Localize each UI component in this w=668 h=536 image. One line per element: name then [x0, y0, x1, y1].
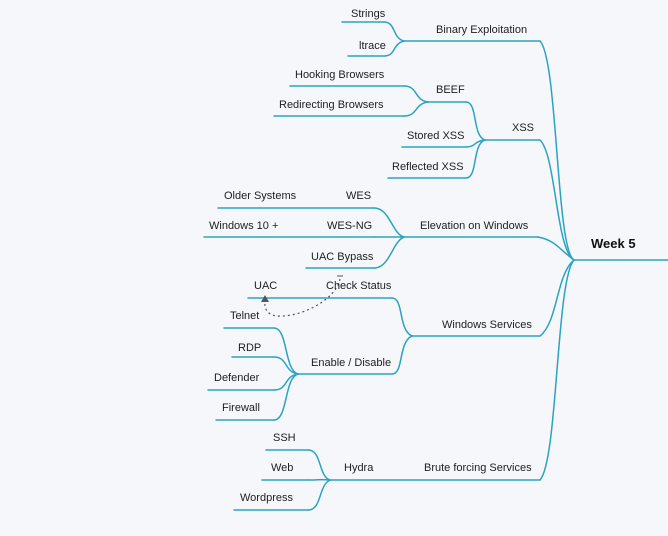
node-defender[interactable]: Defender	[214, 372, 260, 384]
node-older-systems[interactable]: Older Systems	[224, 190, 297, 202]
node-windows-services[interactable]: Windows Services	[442, 319, 532, 331]
node-uac-bypass[interactable]: UAC Bypass	[311, 251, 374, 263]
node-rdp[interactable]: RDP	[238, 342, 262, 354]
node-beef[interactable]: BEEF	[436, 84, 465, 96]
node-ssh[interactable]: SSH	[273, 432, 296, 444]
connector-windows-services	[539, 259, 575, 337]
node-windows-10-plus[interactable]: Windows 10 +	[209, 220, 279, 232]
node-elevation-on-windows[interactable]: Elevation on Windows	[420, 220, 529, 232]
connector-elevation	[537, 236, 575, 261]
node-brute-forcing-services[interactable]: Brute forcing Services	[424, 462, 532, 474]
node-wes[interactable]: WES	[346, 190, 372, 202]
connector-xss	[539, 139, 575, 261]
node-xss[interactable]: XSS	[512, 122, 535, 134]
node-ltrace[interactable]: ltrace	[359, 40, 386, 52]
node-wordpress[interactable]: Wordpress	[240, 492, 293, 504]
node-hooking-browsers[interactable]: Hooking Browsers	[295, 69, 385, 81]
node-binary-exploitation[interactable]: Binary Exploitation	[436, 24, 528, 36]
node-telnet[interactable]: Telnet	[230, 310, 260, 322]
node-check-status[interactable]: Check Status	[326, 280, 392, 292]
connector-binary	[539, 40, 575, 261]
node-strings[interactable]: Strings	[351, 8, 386, 20]
relation-arrow	[264, 275, 343, 317]
node-stored-xss[interactable]: Stored XSS	[407, 130, 465, 142]
node-enable-disable[interactable]: Enable / Disable	[311, 357, 392, 369]
arrow-head	[261, 295, 269, 302]
node-redirecting-browsers[interactable]: Redirecting Browsers	[279, 99, 384, 111]
connector-brute-forcing	[539, 259, 575, 481]
node-reflected-xss[interactable]: Reflected XSS	[392, 161, 464, 173]
root-node[interactable]: Week 5	[591, 236, 636, 251]
node-uac[interactable]: UAC	[254, 280, 278, 292]
node-web[interactable]: Web	[271, 462, 294, 474]
node-hydra[interactable]: Hydra	[344, 462, 374, 474]
node-wes-ng[interactable]: WES-NG	[327, 220, 373, 232]
node-firewall[interactable]: Firewall	[222, 402, 260, 414]
